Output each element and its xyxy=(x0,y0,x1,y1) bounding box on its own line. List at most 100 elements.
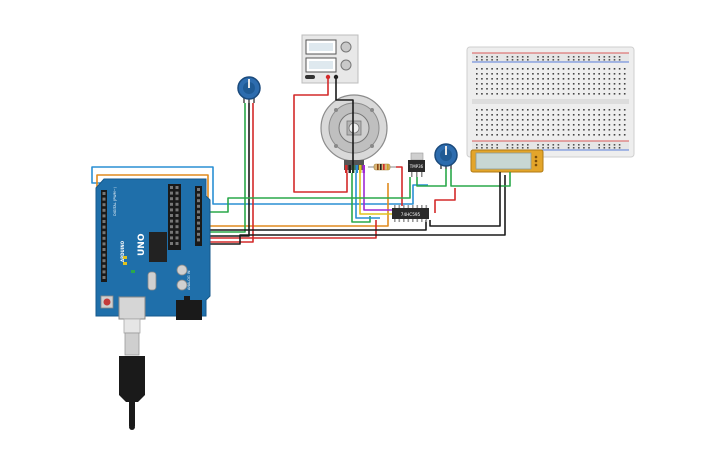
breadboard-hole xyxy=(567,129,570,131)
breadboard-hole xyxy=(578,88,580,90)
breadboard-hole xyxy=(583,88,585,90)
power-supply[interactable] xyxy=(301,34,359,84)
rail-hole xyxy=(506,59,509,61)
breadboard-hole xyxy=(532,124,534,126)
breadboard-hole xyxy=(476,134,478,136)
breadboard-hole xyxy=(506,119,509,121)
temperature-sensor[interactable]: TMP36 xyxy=(408,152,425,177)
breadboard-hole xyxy=(623,134,626,136)
breadboard-hole xyxy=(572,124,575,126)
rail-hole xyxy=(481,59,483,61)
breadboard-hole xyxy=(588,73,590,75)
breadboard-hole xyxy=(572,88,575,90)
rail-hole xyxy=(506,144,509,146)
rail-hole xyxy=(486,59,488,61)
rail-hole xyxy=(511,144,514,146)
rail-hole xyxy=(481,144,483,146)
breadboard-hole xyxy=(593,83,595,85)
breadboard-hole xyxy=(542,119,544,121)
breadboard-hole xyxy=(521,68,524,70)
rail-hole xyxy=(567,147,570,149)
breadboard-hole xyxy=(567,124,570,126)
breadboard-hole xyxy=(552,109,555,111)
breadboard-hole xyxy=(537,73,539,75)
breadboard-hole xyxy=(542,68,544,70)
rail-hole xyxy=(491,144,493,146)
breadboard-hole xyxy=(557,129,560,131)
ic-pin xyxy=(407,219,410,222)
breadboard-hole xyxy=(496,88,498,90)
breadboard-hole xyxy=(608,83,611,85)
breadboard-hole xyxy=(537,129,539,131)
breadboard-hole xyxy=(578,93,580,95)
dc-motor-encoder[interactable] xyxy=(320,94,388,173)
breadboard-hole xyxy=(618,88,621,90)
breadboard-hole xyxy=(557,93,560,95)
breadboard-hole xyxy=(598,93,600,95)
breadboard-hole xyxy=(608,129,611,131)
breadboard-hole xyxy=(496,119,498,121)
breadboard-hole xyxy=(562,93,565,95)
header-pin xyxy=(102,270,106,274)
potentiometer-2[interactable] xyxy=(434,143,458,169)
breadboard-hole xyxy=(511,93,514,95)
breadboard-hole xyxy=(608,134,611,136)
breadboard-hole xyxy=(532,114,534,116)
rail-hole xyxy=(552,144,555,146)
breadboard[interactable] xyxy=(466,46,635,158)
breadboard-hole xyxy=(562,129,565,131)
header-pin xyxy=(175,225,179,229)
breadboard-hole xyxy=(537,83,539,85)
header-pin xyxy=(175,208,179,212)
shift-register-ic[interactable]: 74HC595 xyxy=(392,205,429,222)
breadboard-hole xyxy=(608,119,611,121)
header-pin xyxy=(175,242,179,245)
lcd-display[interactable] xyxy=(470,149,544,173)
breadboard-hole xyxy=(486,68,488,70)
breadboard-hole xyxy=(496,73,498,75)
ic-pin xyxy=(421,219,423,222)
header-pin xyxy=(170,219,173,223)
breadboard-hole xyxy=(481,88,483,90)
rail-hole xyxy=(572,144,575,146)
potentiometer-1[interactable] xyxy=(237,76,261,103)
breadboard-hole xyxy=(491,124,493,126)
breadboard-hole xyxy=(598,109,600,111)
breadboard-hole xyxy=(476,109,478,111)
board-model-label: UNO xyxy=(137,233,147,256)
breadboard-hole xyxy=(516,83,519,85)
ic-pin xyxy=(403,205,405,208)
breadboard-hole xyxy=(547,114,549,116)
breadboard-hole xyxy=(608,124,611,126)
breadboard-hole xyxy=(532,88,534,90)
arduino-uno-board[interactable]: UNO DIGITAL (PWM~) ANALOG IN ARDUINO xyxy=(95,178,211,320)
rail-hole xyxy=(537,56,539,58)
breadboard-hole xyxy=(588,119,590,121)
analog-label: ANALOG IN xyxy=(187,270,191,290)
breadboard-hole xyxy=(603,109,606,111)
breadboard-hole xyxy=(486,119,488,121)
breadboard-hole xyxy=(496,78,498,80)
rail-hole xyxy=(516,144,519,146)
breadboard-hole xyxy=(557,119,560,121)
breadboard-hole xyxy=(532,78,534,80)
breadboard-hole xyxy=(588,83,590,85)
header-pin xyxy=(170,242,173,245)
header-pin xyxy=(175,214,179,217)
resistor[interactable] xyxy=(368,163,396,171)
breadboard-hole xyxy=(476,129,478,131)
breadboard-hole xyxy=(527,78,529,80)
breadboard-hole xyxy=(608,114,611,116)
header-pin xyxy=(175,197,179,201)
rail-hole xyxy=(527,147,529,149)
rail-hole xyxy=(618,59,621,61)
sensor-label: TMP36 xyxy=(409,164,424,169)
breadboard-hole xyxy=(516,114,519,116)
breadboard-hole xyxy=(578,129,580,131)
breadboard-hole xyxy=(578,119,580,121)
rail-hole xyxy=(613,59,616,61)
breadboard-hole xyxy=(623,88,626,90)
breadboard-hole xyxy=(623,119,626,121)
